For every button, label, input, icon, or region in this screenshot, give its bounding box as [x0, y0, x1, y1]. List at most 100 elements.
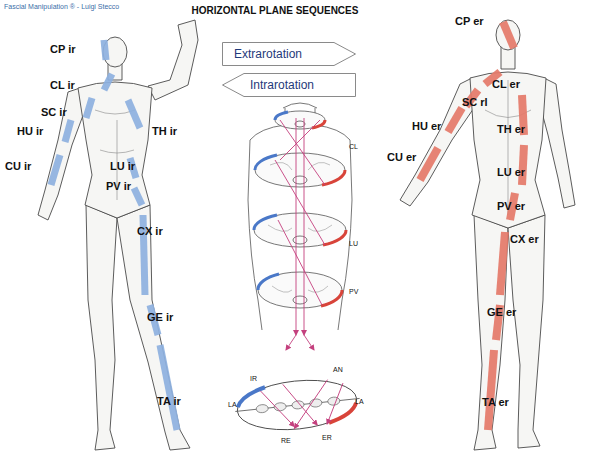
fascial-band	[420, 148, 438, 180]
cross-section	[275, 111, 325, 129]
arrow-box: Intrarotation	[222, 73, 356, 97]
force-line	[323, 383, 347, 424]
head-outline	[283, 103, 317, 108]
figure-leg	[86, 205, 117, 450]
muscle-lines	[485, 80, 531, 215]
vertebra	[293, 236, 307, 244]
vertebra	[293, 296, 307, 304]
part-label: CX er	[510, 233, 539, 245]
part-label: PV er	[497, 200, 525, 212]
arrow-label: Extrarotation	[234, 47, 302, 61]
segment-circle	[256, 404, 269, 413]
part-label: ER	[322, 434, 332, 442]
part-label: LU ir	[110, 160, 135, 172]
part-label: CP er	[455, 15, 484, 27]
figure-arm	[148, 20, 198, 100]
part-label: HU ir	[17, 125, 43, 137]
axis-line	[235, 398, 359, 411]
intrarotation-arc	[236, 387, 267, 407]
part-label: CL er	[492, 78, 520, 90]
muscle-lines	[95, 110, 135, 200]
part-label: LU er	[497, 166, 525, 178]
force-line	[296, 118, 297, 335]
part-label: GE er	[487, 306, 516, 318]
force-line	[280, 120, 320, 160]
part-label: LA	[228, 401, 237, 409]
part-label: HU er	[412, 120, 441, 132]
force-line	[278, 220, 322, 305]
fascial-band	[134, 188, 142, 205]
figure-torso	[470, 72, 546, 228]
fascial-band	[503, 22, 514, 48]
page-title: HORIZONTAL PLANE SEQUENCES	[175, 5, 375, 16]
part-label: IR	[250, 375, 257, 383]
part-label: PV ir	[106, 180, 131, 192]
fascial-band	[128, 100, 140, 128]
force-line	[280, 120, 325, 185]
figure-arm	[38, 88, 85, 220]
cross-section	[255, 153, 345, 187]
fascial-band	[500, 232, 505, 295]
arrow-shape	[223, 43, 356, 66]
fascial-band	[104, 74, 112, 90]
intrarotation-arc	[275, 112, 288, 120]
part-label: TA ir	[157, 395, 181, 407]
fascial-band	[448, 108, 462, 132]
fascial-band	[104, 40, 106, 60]
torso-outline	[248, 108, 352, 330]
fascial-band	[160, 345, 177, 430]
part-label: CX ir	[137, 225, 163, 237]
rotation-ellipse	[235, 375, 359, 435]
part-label: SC ir	[41, 106, 67, 118]
intrarotation-arc	[254, 215, 277, 230]
force-line	[260, 388, 294, 430]
part-label: CL	[349, 143, 358, 151]
part-label: TH ir	[152, 125, 177, 137]
fascial-band	[51, 155, 60, 185]
force-line	[304, 335, 314, 350]
figure-torso	[78, 82, 152, 218]
part-label: LU	[349, 240, 358, 248]
arrow-box: Extrarotation	[222, 42, 356, 66]
part-label: CL ir	[50, 79, 75, 91]
fascial-band	[522, 145, 524, 185]
part-label: LA	[355, 398, 364, 406]
watermark: Fascial Manipulation ® - Luigi Stecco	[4, 3, 119, 11]
extrarotation-arc	[322, 170, 345, 185]
part-label: RE	[281, 437, 291, 445]
part-label: GE ir	[147, 311, 173, 323]
fascial-band	[65, 120, 71, 142]
part-label: CU ir	[5, 160, 31, 172]
vertebra	[295, 121, 305, 127]
force-line	[286, 335, 296, 350]
figure-arm	[540, 78, 575, 208]
force-line	[275, 160, 325, 245]
vertebra	[293, 176, 307, 184]
part-label: AN	[333, 366, 343, 374]
fascial-band	[488, 350, 494, 430]
force-line	[304, 118, 305, 335]
part-label: PV	[349, 288, 358, 296]
figure-head	[496, 20, 520, 50]
extrarotation-arc	[321, 290, 342, 306]
extrarotation-arc	[323, 230, 346, 245]
arrow-shape	[223, 74, 356, 97]
intrarotation-arc	[258, 274, 279, 290]
force-line	[283, 381, 317, 428]
intrarotation-arc	[255, 155, 277, 170]
figure-leg	[117, 205, 190, 450]
part-label: TA er	[482, 396, 509, 408]
part-label: TH er	[497, 123, 525, 135]
force-line	[290, 380, 332, 429]
figure-head	[103, 37, 127, 67]
part-label: CU er	[387, 151, 416, 163]
part-label: CP ir	[50, 43, 75, 55]
cross-section	[258, 272, 342, 308]
cross-section	[254, 213, 346, 247]
segment-circle	[327, 397, 340, 406]
part-label: SC rl	[462, 96, 488, 108]
figure-leg	[474, 215, 508, 450]
